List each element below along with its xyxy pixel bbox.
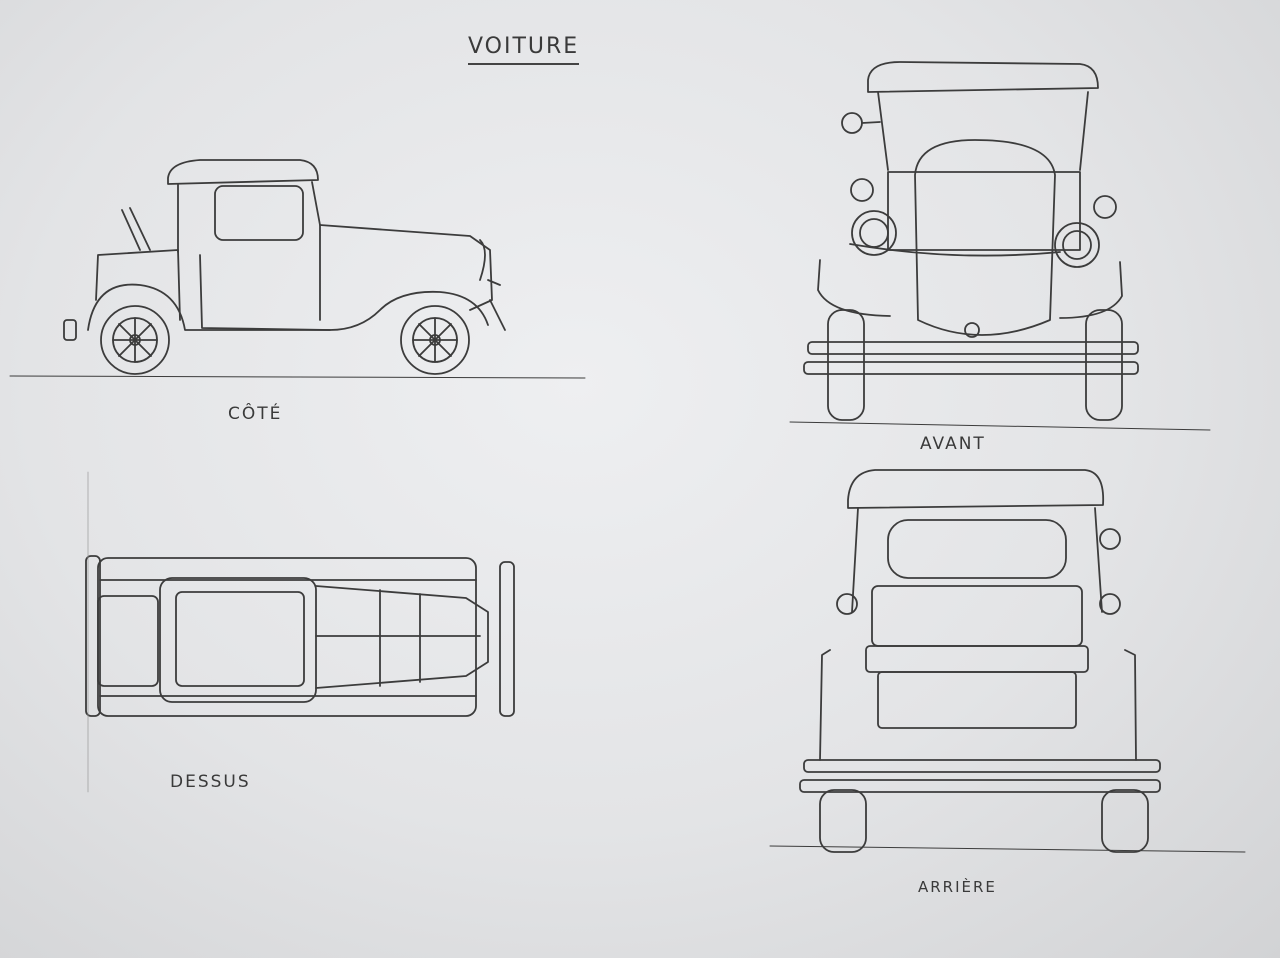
page-title: VOITURE [468,34,580,65]
rear-view-label: ARRIÈRE [918,878,997,896]
front-view-label: AVANT [920,434,986,454]
side-view-car-drawing [9,159,586,379]
top-view-car-drawing [85,471,515,793]
rear-view-car-drawing [769,469,1246,853]
front-view-car-drawing [789,61,1211,431]
side-view-label: CÔTÉ [228,404,283,424]
top-view-label: DESSUS [170,772,251,792]
